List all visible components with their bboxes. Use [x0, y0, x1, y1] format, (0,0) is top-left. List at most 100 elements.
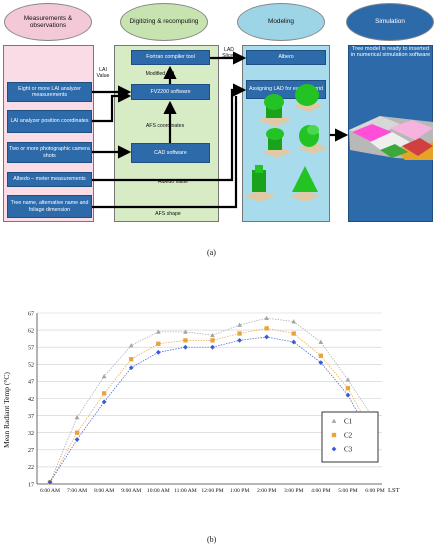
y-tick-label: 32 — [28, 431, 34, 437]
arrow-position-to-fv2200 — [92, 89, 132, 123]
data-point — [318, 360, 324, 365]
legend-label: C3 — [344, 446, 353, 454]
data-point — [291, 331, 296, 336]
data-point — [264, 334, 270, 340]
data-point — [128, 365, 134, 371]
caption-b: (b) — [207, 535, 217, 544]
tree-model-5 — [244, 165, 276, 202]
y-tick-label: 62 — [28, 328, 34, 334]
measurements-panel — [3, 45, 94, 222]
chart-axes — [36, 313, 382, 485]
chart-x-label: LST — [388, 487, 400, 494]
label-afs-shape: AFS shape — [155, 211, 181, 217]
data-point — [345, 377, 351, 382]
tree-model-4 — [298, 125, 328, 154]
header-modeling: Modeling — [237, 3, 325, 41]
tree-model-1 — [258, 94, 292, 127]
data-point — [237, 337, 242, 343]
header-simulation: Simulation — [346, 3, 434, 41]
input-albedo: Albedo – meter measurements — [7, 172, 92, 187]
data-point — [47, 479, 53, 485]
data-point — [237, 322, 242, 327]
cad-box: CAD software — [131, 143, 210, 163]
x-tick-label: 1:00 PM — [230, 488, 249, 494]
y-tick-label: 22 — [28, 465, 34, 471]
legend-marker — [331, 418, 337, 423]
input-lai-measurements: Eight or more LAI analyzer measurements — [7, 82, 92, 102]
y-tick-label: 37 — [28, 414, 34, 420]
chart-y-label: Mean Radiant Temp (°C) — [2, 372, 11, 448]
header-digitizing: Digitizing & recomputing — [120, 3, 208, 41]
simulation-text: Tree model is ready to inserted in numer… — [350, 46, 431, 59]
x-tick-label: 7:00 AM — [67, 488, 87, 494]
x-tick-label: 12:00 PM — [201, 488, 223, 494]
tree-model-3 — [262, 128, 292, 158]
data-point — [345, 392, 351, 398]
data-point — [183, 344, 188, 350]
label-albedo-value: Albedo value — [158, 179, 188, 185]
data-point — [264, 315, 270, 321]
input-lai-position: LAI analyzer position coordinates — [7, 110, 92, 133]
simulation-scene-illustration — [349, 116, 433, 160]
data-point — [101, 399, 107, 405]
y-tick-label: 67 — [28, 311, 34, 317]
data-point — [345, 386, 351, 391]
data-point — [128, 343, 134, 348]
label-modified-lai: Modified LAI — [145, 71, 175, 77]
data-point — [102, 391, 107, 396]
legend-marker — [331, 432, 337, 438]
data-point — [210, 338, 215, 343]
data-point — [318, 353, 323, 358]
x-tick-label: 2:00 PM — [257, 488, 276, 494]
data-point — [210, 344, 215, 350]
data-point — [210, 332, 215, 338]
tree-model-2 — [293, 84, 323, 112]
legend-label: C2 — [344, 432, 353, 440]
data-point — [183, 329, 188, 334]
y-tick-label: 17 — [28, 482, 34, 488]
input-tree-name: Tree name, alternative name and foliage … — [7, 195, 92, 218]
legend-label: C1 — [344, 418, 353, 426]
x-tick-label: 3:00 PM — [284, 488, 303, 494]
data-point — [155, 329, 161, 334]
data-point — [291, 319, 297, 324]
legend-box — [321, 411, 379, 463]
arrow-albedo-to-lad — [92, 83, 247, 182]
x-tick-label: 6:00 PM — [365, 488, 384, 494]
x-tick-label: 4:00 PM — [311, 488, 330, 494]
fv2200-box: FV2200 software — [131, 84, 210, 100]
y-tick-label: 57 — [28, 346, 34, 352]
data-point — [155, 349, 161, 355]
x-tick-label: 11:00 AM — [174, 488, 197, 494]
header-measurements: Measurements & observations — [4, 3, 92, 41]
legend-marker — [331, 446, 337, 452]
input-camera-shots: Two or more photographic camera shots — [7, 142, 92, 163]
data-point — [264, 326, 269, 331]
data-point — [129, 357, 134, 362]
x-tick-label: 8:00 AM — [94, 488, 114, 494]
data-point — [183, 338, 188, 343]
data-point — [237, 331, 242, 336]
label-lai-value: LAI Value — [96, 67, 110, 79]
data-point — [74, 414, 80, 420]
y-tick-label: 42 — [28, 397, 34, 403]
x-tick-label: 10:00 AM — [147, 488, 170, 494]
y-tick-label: 52 — [28, 363, 34, 369]
diagram-arrows — [92, 51, 433, 209]
data-point — [101, 373, 107, 379]
y-tick-label: 47 — [28, 380, 34, 386]
tree-model-6 — [290, 166, 320, 202]
data-point — [156, 341, 161, 346]
x-tick-label: 5:00 PM — [338, 488, 357, 494]
label-lad-slices: LAD Slices — [222, 47, 236, 59]
albero-box: Albero — [246, 50, 326, 65]
fortran-box: Fortran compiler tool — [131, 50, 210, 65]
caption-a: (a) — [207, 248, 216, 257]
data-point — [74, 430, 80, 435]
data-point — [318, 339, 324, 344]
arrow-treename-line — [92, 96, 238, 209]
x-tick-label: 6:00 AM — [40, 488, 60, 494]
